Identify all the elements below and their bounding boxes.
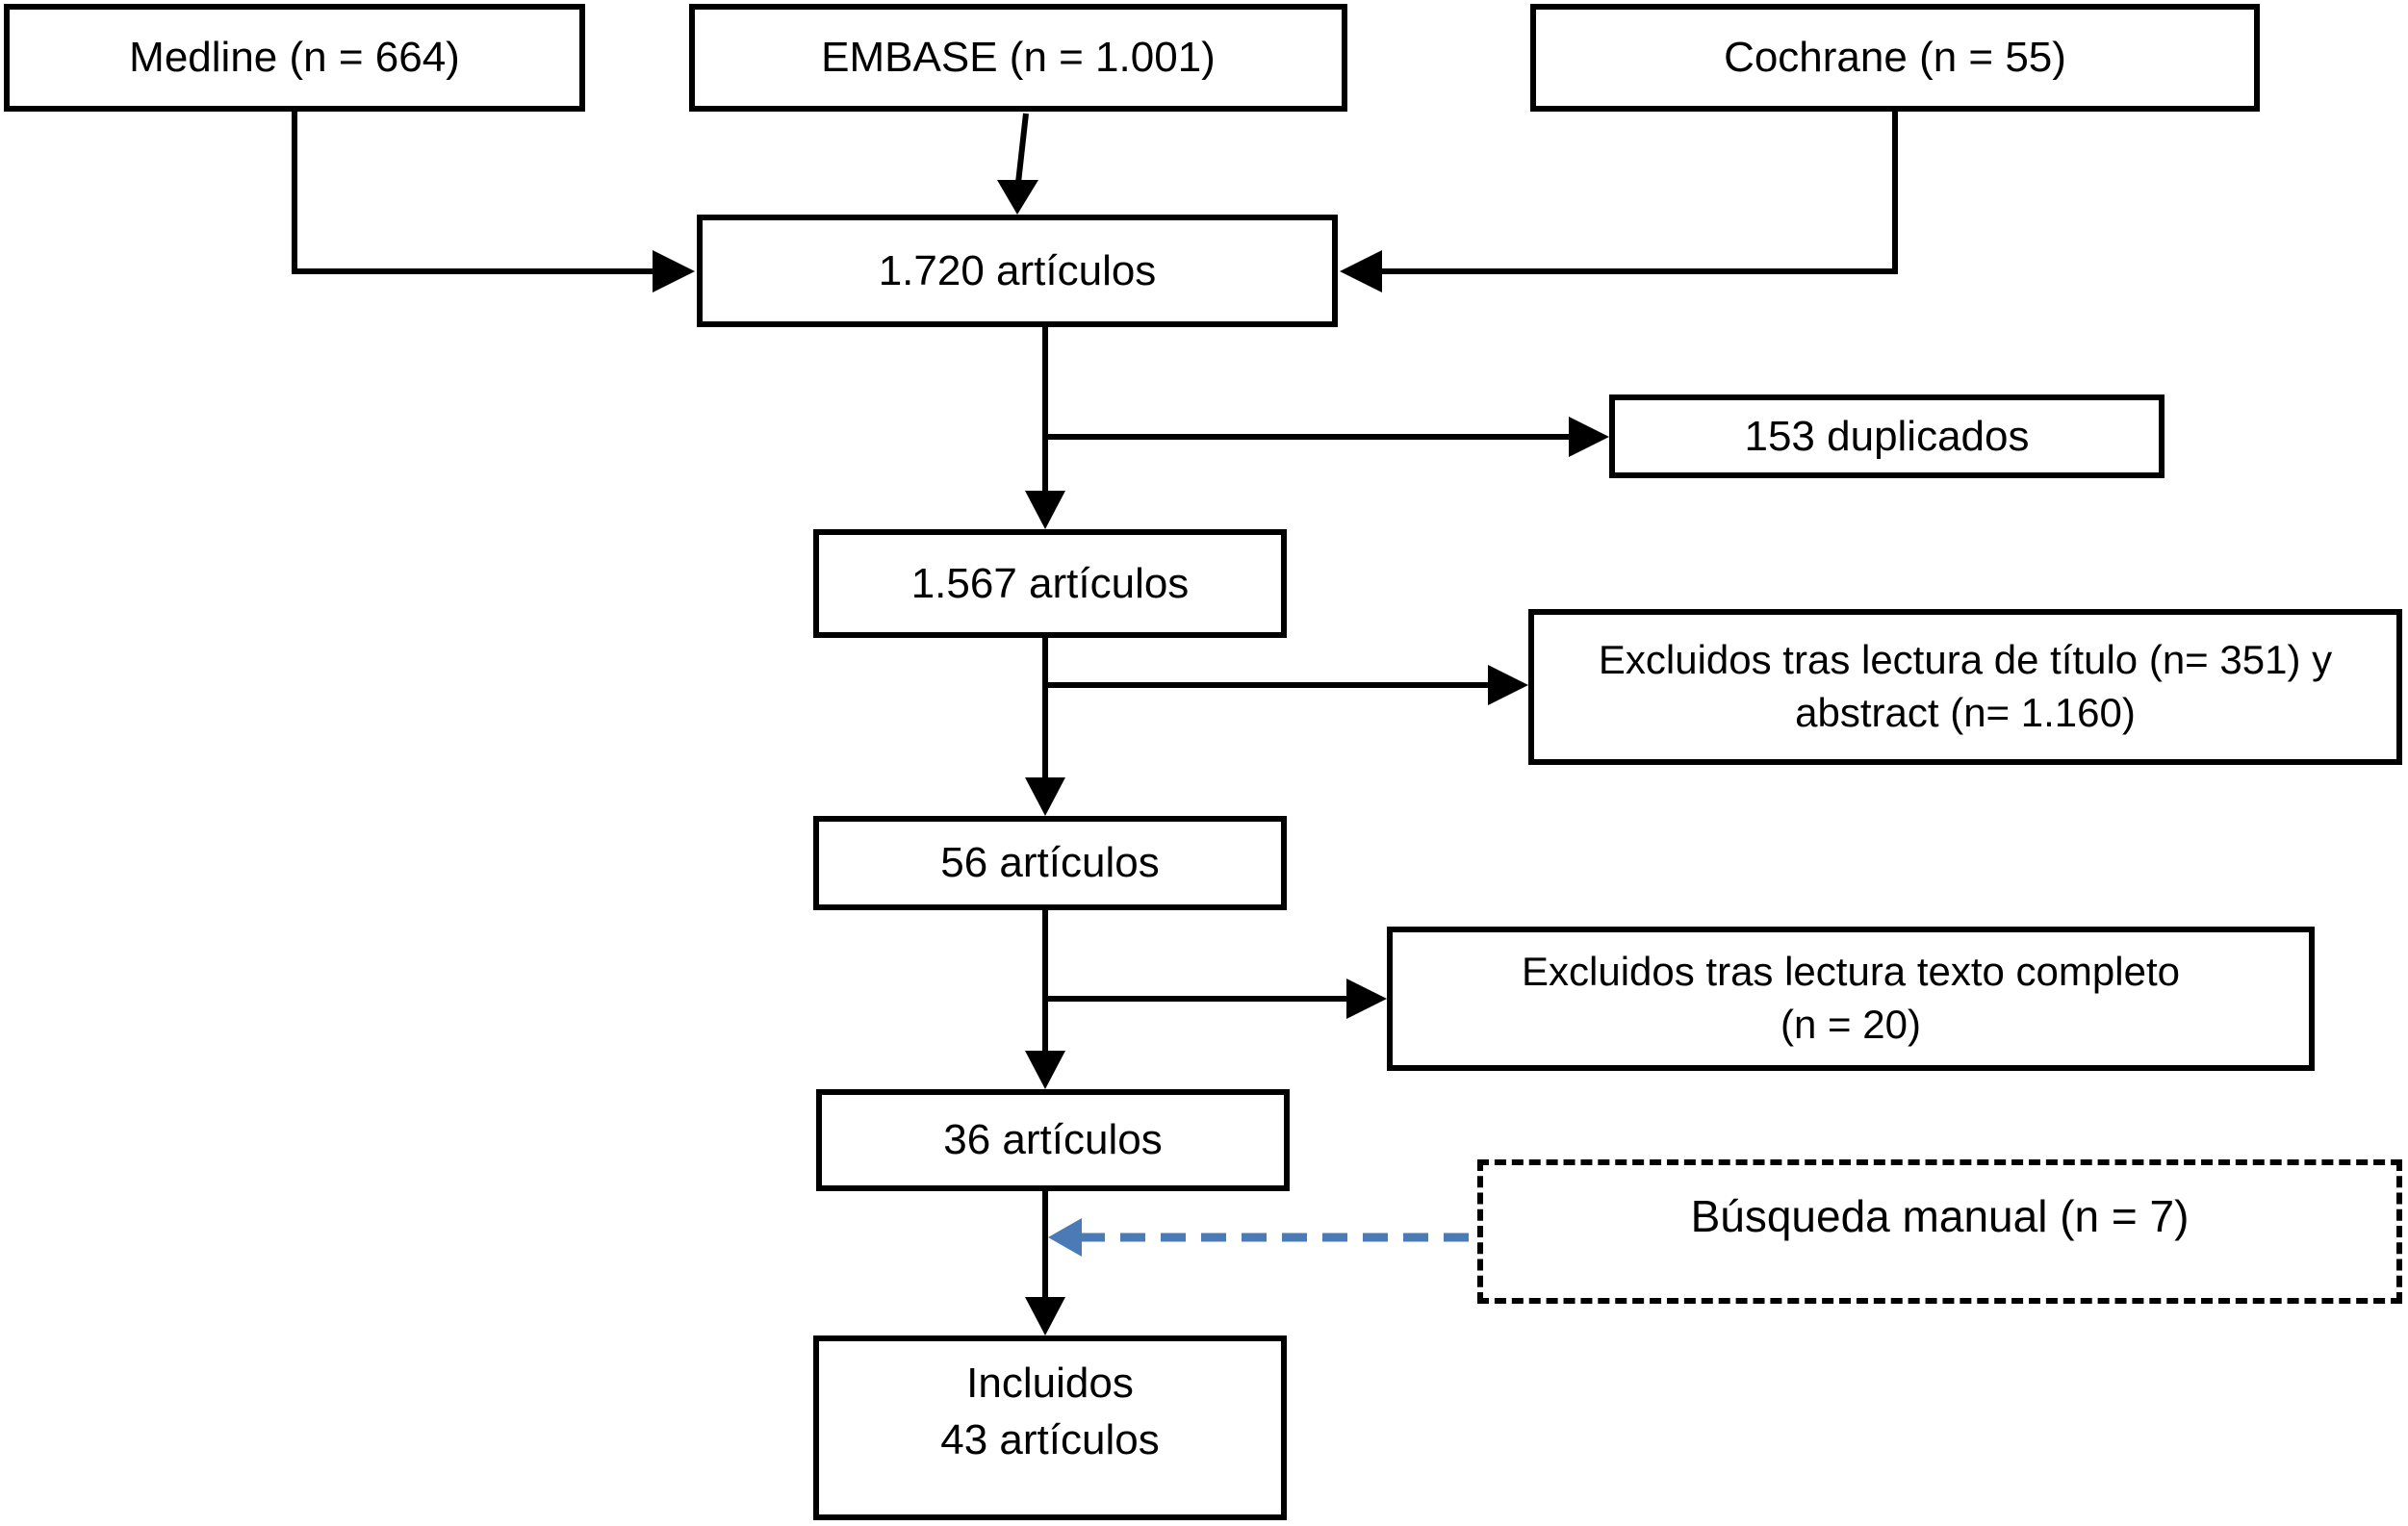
arrow-to-duplicates bbox=[1045, 417, 1609, 457]
arrow-medline-to-pool bbox=[292, 112, 695, 292]
embase-box: EMBASE (n = 1.001) bbox=[689, 4, 1347, 112]
arrow-after-dedup-to-after-ta bbox=[1025, 638, 1065, 816]
duplicates-label: 153 duplicados bbox=[1744, 412, 2030, 460]
included-line1: Incluidos bbox=[966, 1360, 1134, 1407]
pool-label: 1.720 artículos bbox=[878, 246, 1157, 294]
after-dedup-box: 1.567 artículos bbox=[813, 529, 1287, 638]
embase-label: EMBASE (n = 1.001) bbox=[821, 34, 1216, 82]
manual-search-box: Búsqueda manual (n = 7) bbox=[1477, 1159, 2402, 1304]
after-fulltext-box: 36 artículos bbox=[816, 1089, 1290, 1191]
arrow-after-ft-to-included bbox=[1025, 1191, 1065, 1335]
after-dedup-label: 1.567 artículos bbox=[910, 559, 1190, 607]
arrow-manual-search bbox=[1048, 1218, 1477, 1257]
excluded-fulltext-line2: (n = 20) bbox=[1780, 1002, 1921, 1047]
excluded-fulltext-line1: Excluidos tras lectura texto completo bbox=[1522, 949, 2180, 995]
cochrane-box: Cochrane (n = 55) bbox=[1530, 4, 2260, 112]
excluded-title-abstract-line1: Excluidos tras lectura de título (n= 351… bbox=[1598, 637, 2333, 683]
excluded-fulltext-box: Excluidos tras lectura texto completo (n… bbox=[1387, 927, 2315, 1071]
excluded-title-abstract-box: Excluidos tras lectura de título (n= 351… bbox=[1528, 609, 2402, 765]
medline-label: Medline (n = 664) bbox=[129, 34, 460, 82]
duplicates-box: 153 duplicados bbox=[1609, 394, 2165, 478]
arrow-embase-to-pool bbox=[997, 113, 1038, 215]
arrow-after-ta-to-after-ft bbox=[1025, 910, 1065, 1089]
arrow-to-excluded-fulltext bbox=[1045, 979, 1387, 1019]
after-fulltext-label: 36 artículos bbox=[943, 1116, 1163, 1164]
excluded-title-abstract-line2: abstract (n= 1.160) bbox=[1795, 690, 2136, 735]
manual-search-label: Búsqueda manual (n = 7) bbox=[1690, 1191, 2190, 1242]
included-box: Incluidos 43 artículos bbox=[813, 1335, 1287, 1520]
included-line2: 43 artículos bbox=[940, 1416, 1160, 1464]
after-title-abstract-label: 56 artículos bbox=[940, 839, 1160, 887]
arrow-cochrane-to-pool bbox=[1340, 112, 1898, 292]
arrow-to-excluded-title-abstract bbox=[1045, 665, 1528, 705]
pool-box: 1.720 artículos bbox=[697, 215, 1338, 327]
cochrane-label: Cochrane (n = 55) bbox=[1724, 34, 2066, 82]
medline-box: Medline (n = 664) bbox=[4, 4, 585, 112]
arrow-pool-to-after-dedup bbox=[1025, 327, 1065, 529]
after-title-abstract-box: 56 artículos bbox=[813, 816, 1287, 910]
